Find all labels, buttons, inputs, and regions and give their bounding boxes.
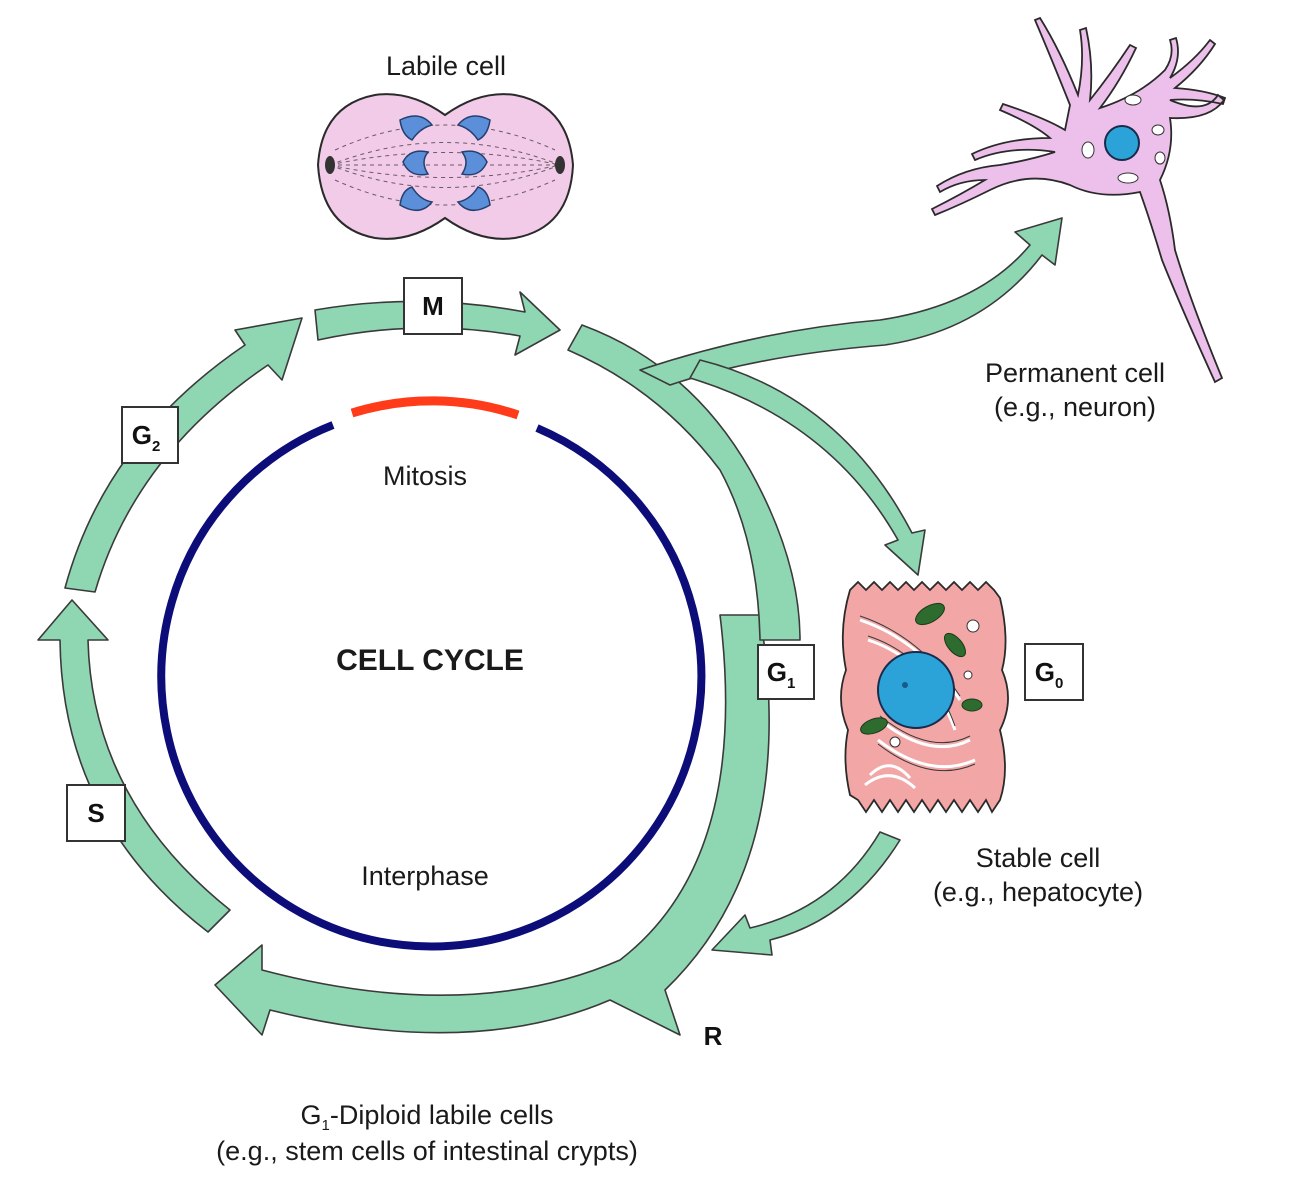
stable-cell-example: (e.g., hepatocyte) xyxy=(933,877,1143,907)
g1-diploid-label: G1-Diploid labile cells xyxy=(301,1100,554,1134)
stable-return-arrow xyxy=(711,831,901,956)
interphase-label: Interphase xyxy=(361,861,489,891)
neuron-illustration xyxy=(930,16,1227,384)
g1-phase-box: G1 xyxy=(757,644,815,700)
s-phase-label: S xyxy=(87,798,104,828)
m-phase-label: M xyxy=(422,291,444,321)
g1-diploid-example: (e.g., stem cells of intestinal crypts) xyxy=(216,1136,638,1166)
restriction-point-label: R xyxy=(704,1021,723,1051)
stable-cell-label: Stable cell xyxy=(976,843,1101,873)
chromosomes-icon xyxy=(399,115,491,211)
g1-phase-label: G1 xyxy=(767,657,796,692)
permanent-cell-example: (e.g., neuron) xyxy=(994,392,1156,422)
g0-phase-box: G0 xyxy=(1024,643,1084,701)
m-phase-box: M xyxy=(403,277,463,335)
to-stable-cell-arrow xyxy=(689,359,926,576)
mitochondria-icon xyxy=(860,602,983,735)
mitosis-arc xyxy=(350,396,520,420)
hepatocyte-illustration xyxy=(840,580,1009,814)
mitosis-label: Mitosis xyxy=(383,461,467,491)
g1-return-arrow xyxy=(214,614,770,1036)
g1-descending-arrow xyxy=(567,324,801,641)
permanent-cell-label: Permanent cell xyxy=(985,358,1165,388)
s-phase-arrow xyxy=(37,599,231,933)
interphase-arc xyxy=(157,421,706,951)
g2-phase-box: G2 xyxy=(121,406,179,464)
cell-cycle-title: CELL CYCLE xyxy=(336,644,524,677)
g2-phase-arrow xyxy=(64,317,303,593)
g0-phase-label: G0 xyxy=(1035,657,1064,692)
inner-cycle-circle xyxy=(157,396,706,951)
g2-phase-label: G2 xyxy=(132,420,161,455)
labile-cell-label: Labile cell xyxy=(386,51,506,81)
to-permanent-cell-arrow xyxy=(639,217,1063,386)
s-phase-box: S xyxy=(66,784,126,842)
labile-cell-illustration xyxy=(316,93,575,240)
